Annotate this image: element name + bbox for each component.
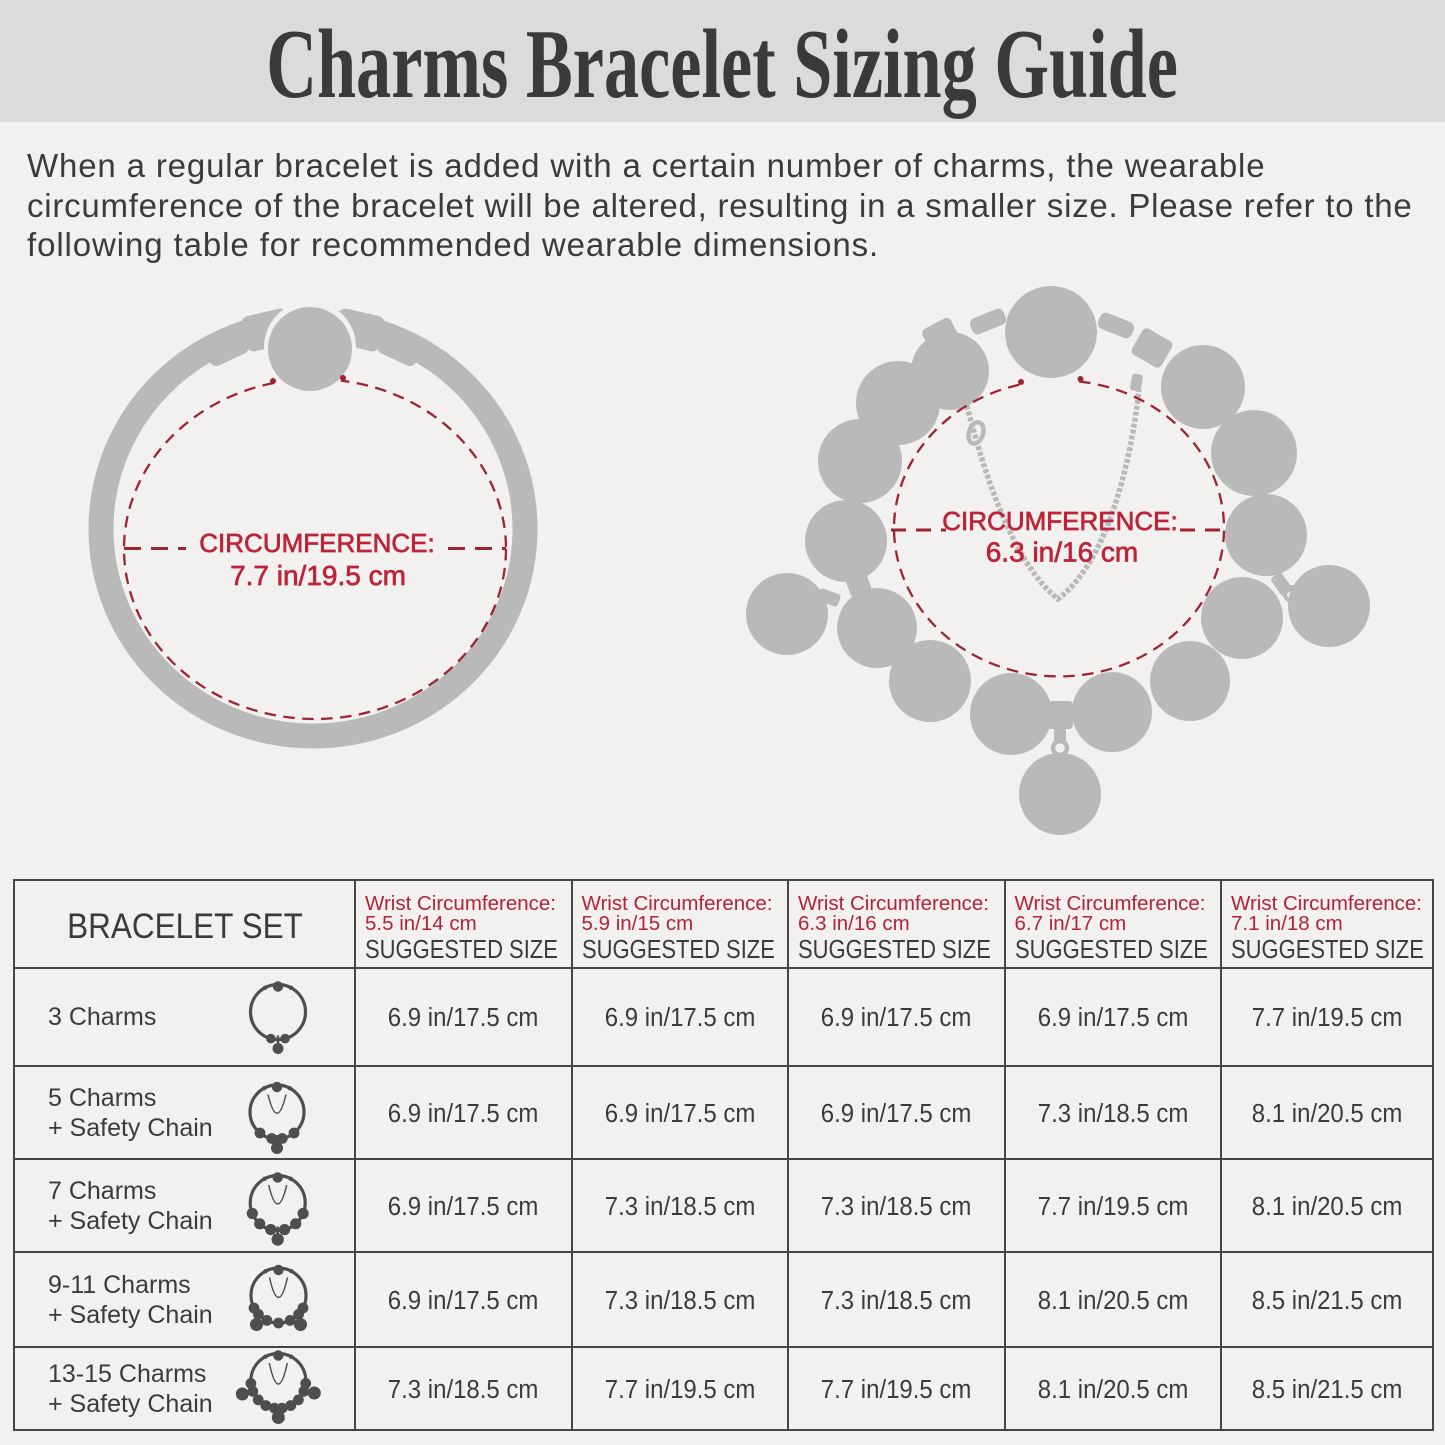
svg-text:CIRCUMFERENCE:: CIRCUMFERENCE: — [199, 528, 434, 558]
svg-text:7.7 in/19.5 cm: 7.7 in/19.5 cm — [230, 560, 406, 591]
svg-text:CIRCUMFERENCE:: CIRCUMFERENCE: — [942, 506, 1177, 536]
svg-text:6.3 in/16 cm: 6.3 in/16 cm — [986, 537, 1139, 568]
